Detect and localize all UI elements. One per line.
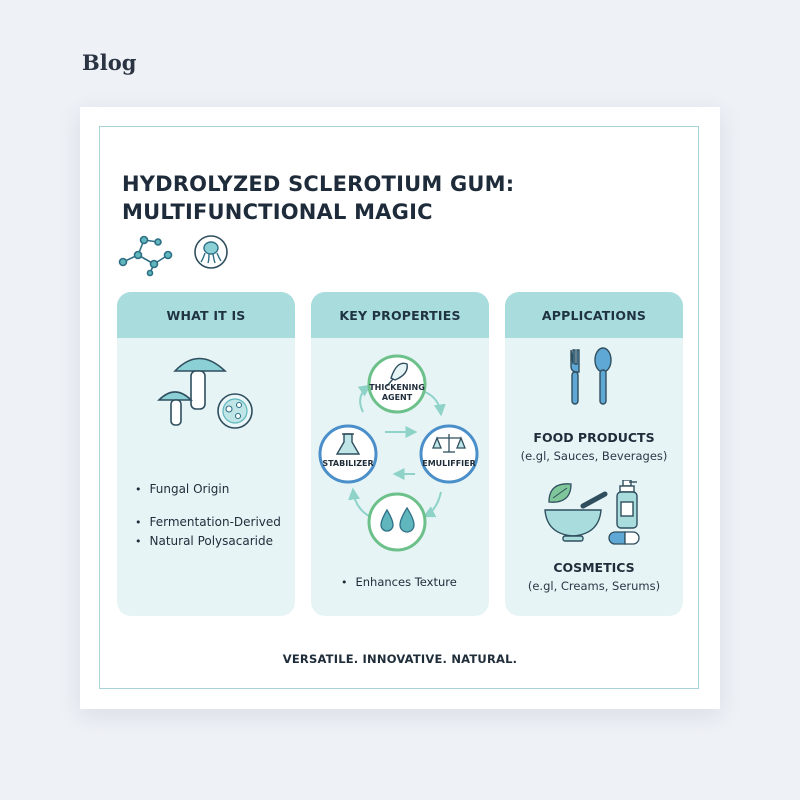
- cosmetics-illustration: [544, 480, 640, 545]
- panel-heading: KEY PROPERTIES: [311, 292, 489, 338]
- page-title: Blog: [82, 50, 137, 75]
- texture-node: [367, 492, 427, 552]
- panel-illustration: [157, 357, 253, 429]
- card-frame: [99, 126, 699, 689]
- panel-what-it-is: WHAT IT IS Fungal Origin Fermentation-De…: [117, 292, 295, 616]
- thickening-agent-node: THICKENING AGENT: [367, 354, 427, 414]
- balance-scale-icon: [432, 434, 466, 453]
- application-title: COSMETICS: [553, 560, 635, 575]
- list-item: Fermentation-Derived: [135, 515, 281, 529]
- node-label: THICKENING: [369, 383, 425, 392]
- title-line-1: HYDROLYZED SCLEROTIUM GUM:: [122, 172, 515, 196]
- cycle-arrow: [422, 491, 442, 518]
- infographic-card: HYDROLYZED SCLEROTIUM GUM: MULTIFUNCTION…: [80, 107, 720, 709]
- cycle-arrow: [424, 391, 446, 417]
- list-item: Natural Polysacaride: [135, 534, 274, 548]
- application-examples: (e.gl, Sauces, Beverages): [520, 449, 668, 463]
- emulsifier-node: EMULIFFIER: [419, 424, 479, 484]
- node-label: AGENT: [382, 393, 413, 402]
- application-title: FOOD PRODUCTS: [533, 430, 655, 445]
- panel-heading: WHAT IT IS: [117, 292, 295, 338]
- petri-dish-icon: [217, 393, 253, 429]
- mushroom-icon: [157, 357, 227, 426]
- droplets-icon: [380, 506, 415, 533]
- tagline: VERSATILE. INNOVATIVE. NATURAL.: [282, 652, 518, 666]
- whisk-icon: [386, 362, 408, 387]
- properties-cycle-diagram: THICKENING AGENT STABILIZER: [318, 354, 479, 552]
- panel-heading: APPLICATIONS: [505, 292, 683, 338]
- food-illustration: [570, 347, 612, 405]
- panel-key-properties: KEY PROPERTIES THICKENING: [311, 292, 489, 616]
- cycle-arrow: [348, 487, 370, 517]
- stabilizer-node: STABILIZER: [318, 424, 378, 484]
- node-label: STABILIZER: [322, 459, 373, 468]
- title-line-2: MULTIFUNCTIONAL MAGIC: [122, 200, 433, 224]
- node-label: EMULIFFIER: [422, 459, 476, 468]
- leaf-icon: [548, 483, 572, 503]
- list-item: Enhances Texture: [341, 575, 457, 589]
- microbe-icon: [194, 235, 228, 269]
- flask-icon: [335, 433, 361, 455]
- application-examples: (e.gl, Creams, Serums): [527, 579, 661, 593]
- infographic-title: HYDROLYZED SCLEROTIUM GUM: MULTIFUNCTION…: [122, 170, 542, 226]
- capsule-icon: [608, 531, 640, 545]
- molecule-icon: [118, 235, 173, 277]
- fork-icon: [570, 349, 580, 405]
- bottle-icon: [616, 480, 638, 529]
- mortar-pestle-icon: [544, 491, 608, 542]
- panel-applications: APPLICATIONS FOOD PRODUCTS (e.gl, Sauces…: [505, 292, 683, 616]
- list-item: Fungal Origin: [135, 482, 230, 496]
- cycle-arrow: [357, 384, 371, 413]
- spoon-icon: [594, 347, 612, 405]
- header-icons: [118, 235, 228, 277]
